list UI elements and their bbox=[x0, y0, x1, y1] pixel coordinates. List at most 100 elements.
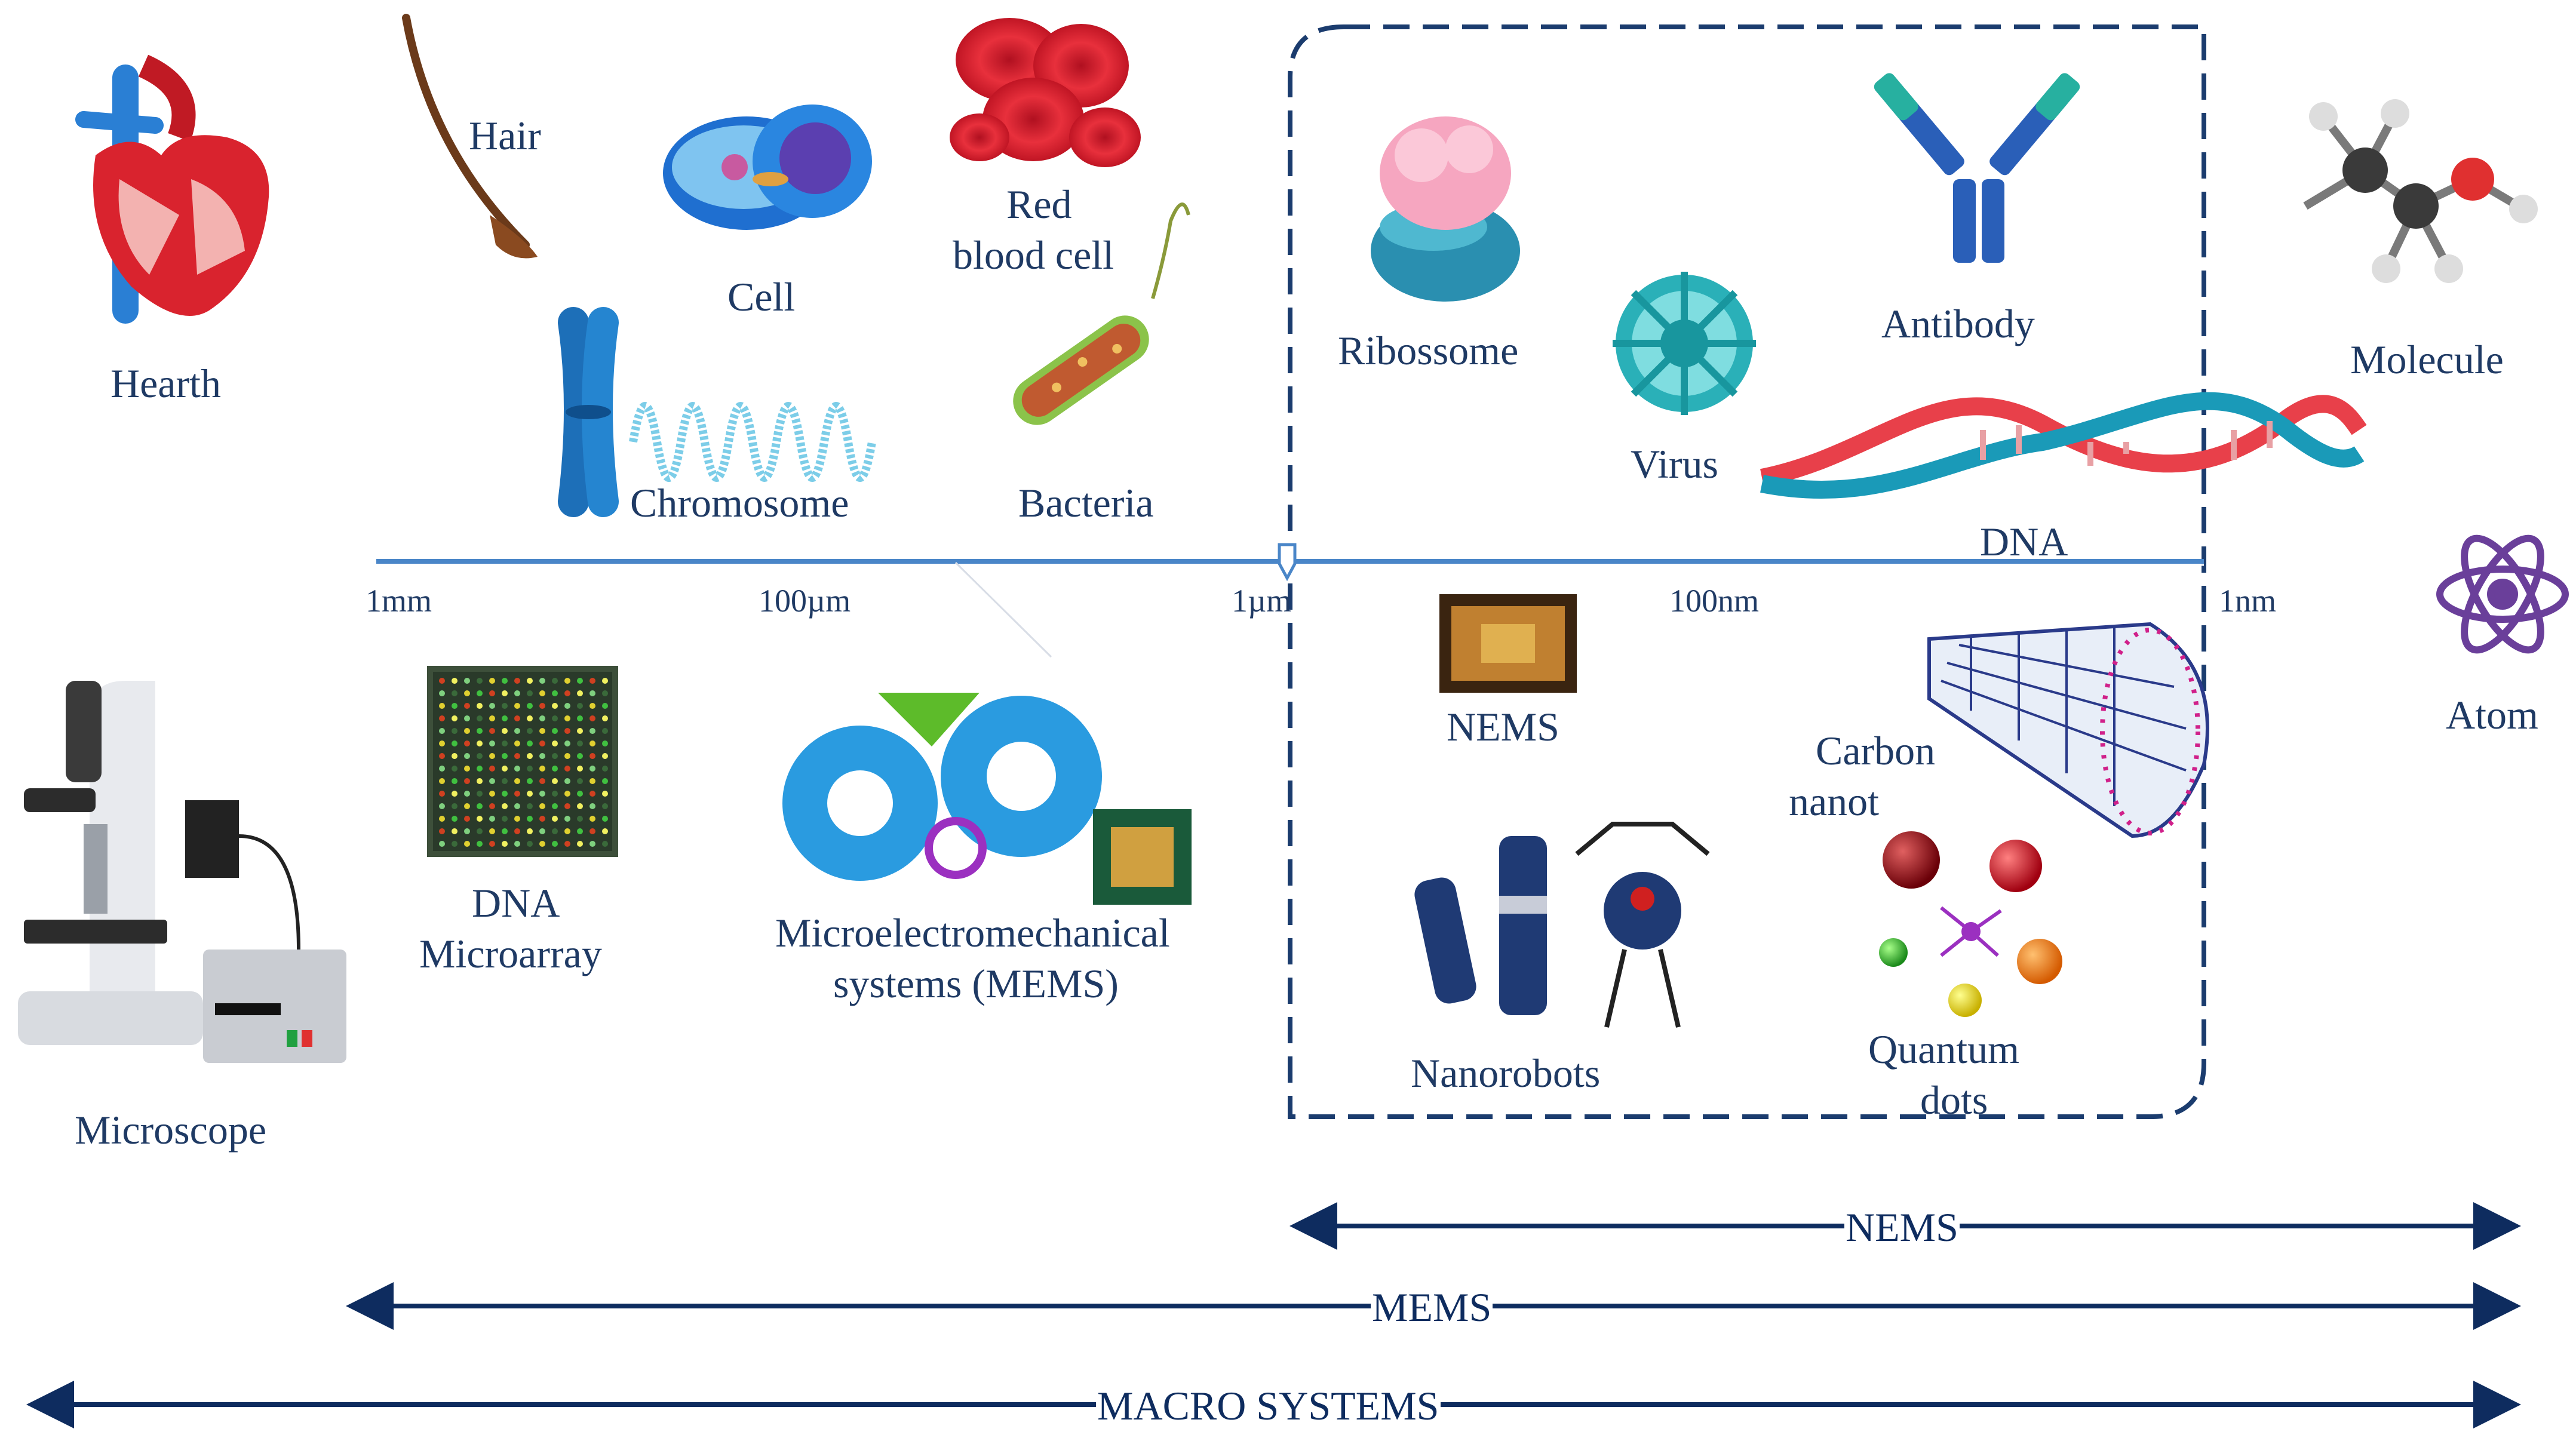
microarray-spot bbox=[502, 715, 508, 721]
label-molecule: Molecule bbox=[2350, 337, 2504, 382]
microarray-spot bbox=[464, 803, 470, 809]
microarray-spot bbox=[477, 766, 483, 772]
microarray-spot bbox=[439, 828, 445, 834]
microarray-spot bbox=[489, 728, 495, 734]
microarray-spot bbox=[552, 791, 558, 797]
microarray-spot bbox=[489, 791, 495, 797]
microarray-spot bbox=[452, 728, 458, 734]
label-dna-microarray-2: Microarray bbox=[419, 931, 602, 976]
microarray-spot bbox=[452, 803, 458, 809]
microarray-spot bbox=[502, 803, 508, 809]
microarray-spot bbox=[439, 690, 445, 696]
microarray-spot bbox=[452, 690, 458, 696]
microarray-spot bbox=[464, 753, 470, 759]
microarray-spot bbox=[502, 778, 508, 784]
microarray-spot bbox=[602, 791, 608, 797]
microarray-spot bbox=[552, 678, 558, 684]
microarray-spot bbox=[589, 728, 595, 734]
range-arrows bbox=[26, 1202, 2521, 1428]
label-quantum-1: Quantum bbox=[1868, 1027, 2020, 1072]
label-virus: Virus bbox=[1631, 441, 1719, 487]
dna-helix-icon bbox=[1760, 392, 2367, 499]
microarray-spot bbox=[502, 816, 508, 822]
microarray-spot bbox=[552, 816, 558, 822]
label-mems-2: systems (MEMS) bbox=[833, 961, 1119, 1006]
microarray-spot bbox=[477, 791, 483, 797]
label-dna: DNA bbox=[1980, 519, 2068, 564]
microarray-spot bbox=[439, 728, 445, 734]
microarray-spot bbox=[477, 828, 483, 834]
microarray-spot bbox=[514, 816, 520, 822]
microarray-spot bbox=[489, 816, 495, 822]
microarray-spot bbox=[577, 766, 583, 772]
microarray-spot bbox=[464, 703, 470, 709]
microarray-spot bbox=[452, 703, 458, 709]
microarray-spot bbox=[589, 753, 595, 759]
microarray-spot bbox=[589, 791, 595, 797]
label-red-blood-cell-1: Red bbox=[1006, 182, 1072, 227]
microarray-spot bbox=[464, 791, 470, 797]
microarray-spot bbox=[589, 816, 595, 822]
microarray-spot bbox=[577, 828, 583, 834]
label-quantum-2: dots bbox=[1920, 1077, 1988, 1123]
microarray-spot bbox=[589, 715, 595, 721]
label-ribossome: Ribossome bbox=[1338, 328, 1519, 373]
microarray-spot bbox=[602, 828, 608, 834]
microarray-spot bbox=[502, 678, 508, 684]
microarray-spot bbox=[539, 816, 545, 822]
microarray-spot bbox=[539, 690, 545, 696]
microarray-spot bbox=[527, 753, 533, 759]
microarray-spot bbox=[589, 803, 595, 809]
microarray-spot bbox=[577, 803, 583, 809]
microarray-spot bbox=[452, 753, 458, 759]
tick-1nm: 1nm bbox=[2219, 583, 2277, 619]
microarray-spot bbox=[439, 753, 445, 759]
microarray-spot bbox=[477, 753, 483, 759]
microarray-spot bbox=[439, 740, 445, 746]
microarray-spot bbox=[527, 728, 533, 734]
microarray-spot bbox=[602, 753, 608, 759]
label-mems-1: Microelectromechanical bbox=[775, 910, 1170, 955]
microarray-spot bbox=[514, 740, 520, 746]
microarray-spot bbox=[552, 728, 558, 734]
molecule-icon bbox=[2303, 99, 2538, 283]
microarray-spot bbox=[539, 766, 545, 772]
label-hearth: Hearth bbox=[110, 361, 222, 406]
microarray-spot bbox=[527, 740, 533, 746]
microarray-spot bbox=[527, 803, 533, 809]
microarray-spot bbox=[477, 740, 483, 746]
microarray-spot bbox=[439, 715, 445, 721]
label-chromosome: Chromosome bbox=[630, 480, 849, 526]
range-label-mems: MEMS bbox=[1371, 1282, 1493, 1332]
microarray-spot bbox=[477, 816, 483, 822]
microarray-spot bbox=[489, 703, 495, 709]
nanoscale-dashed-box bbox=[1288, 24, 2206, 1119]
microarray-spot bbox=[552, 803, 558, 809]
label-nanorobots: Nanorobots bbox=[1411, 1050, 1601, 1096]
microarray-spot bbox=[552, 715, 558, 721]
microarray-spot bbox=[552, 841, 558, 847]
hair-icon bbox=[402, 14, 538, 259]
ribosome-icon bbox=[1371, 116, 1520, 302]
chromosome-icon bbox=[558, 307, 876, 517]
microarray-spot bbox=[502, 728, 508, 734]
microarray-spot bbox=[514, 841, 520, 847]
microarray-spot bbox=[577, 678, 583, 684]
microarray-spot bbox=[489, 828, 495, 834]
microarray-spot bbox=[464, 778, 470, 784]
microarray-spot bbox=[577, 791, 583, 797]
microarray-spot bbox=[514, 766, 520, 772]
microarray-icon bbox=[427, 666, 618, 857]
quantum-dots-icon bbox=[1879, 831, 2062, 1017]
microarray-spot bbox=[502, 703, 508, 709]
microarray-spot bbox=[527, 816, 533, 822]
microarray-spot bbox=[564, 791, 570, 797]
virus-icon bbox=[1613, 272, 1756, 415]
cell-icon bbox=[663, 105, 872, 230]
microarray-spot bbox=[564, 766, 570, 772]
microarray-spot bbox=[564, 753, 570, 759]
microarray-spot bbox=[552, 703, 558, 709]
microarray-spot bbox=[564, 690, 570, 696]
microarray-spot bbox=[514, 828, 520, 834]
microarray-spot bbox=[514, 703, 520, 709]
